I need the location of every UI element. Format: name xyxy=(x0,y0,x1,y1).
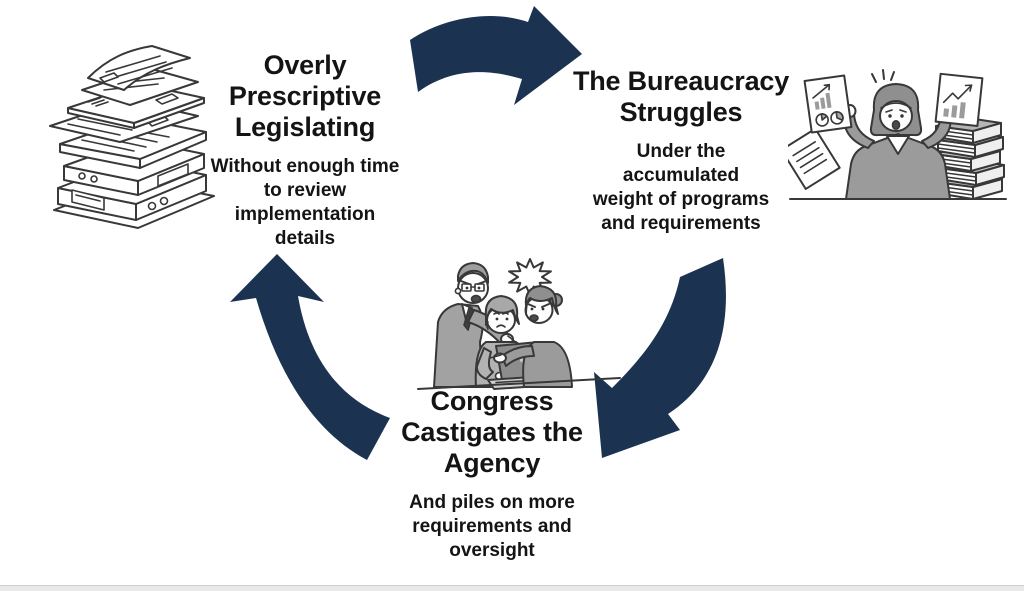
arrow-congress-to-legislating-shape xyxy=(230,254,390,460)
stress-marks-icon xyxy=(871,69,895,83)
overwhelmed-official-icon xyxy=(788,69,1007,200)
overwhelmed-official-illustration xyxy=(788,69,1007,200)
stage-legislating-title: Overly Prescriptive Legislating xyxy=(228,50,382,142)
bar-and-pie-chart-card-icon xyxy=(803,74,853,134)
stage-bureaucracy-subtitle: Under the accumulated weight of programs… xyxy=(592,141,770,234)
document-stack-illustration xyxy=(49,45,215,229)
stage-bureaucracy-label-group: The Bureaucracy Struggles Under the accu… xyxy=(558,66,804,236)
arrow-bureaucracy-to-congress xyxy=(594,258,726,458)
arrow-congress-to-legislating xyxy=(230,254,390,460)
stage-congress-label-group: Congress Castigates the Agency And piles… xyxy=(372,386,612,563)
table-edge-line xyxy=(417,377,621,390)
scolding-officials-illustration xyxy=(417,258,621,390)
arrow-legislating-to-bureaucracy xyxy=(410,6,582,105)
arrow-legislating-to-bureaucracy-shape xyxy=(410,6,582,105)
falling-paper-icon xyxy=(788,127,841,190)
stage-congress-subtitle: And piles on more requirements and overs… xyxy=(409,492,575,561)
stage-legislating-subtitle: Without enough time to review implementa… xyxy=(210,156,400,249)
arrow-bureaucracy-to-congress-shape xyxy=(594,258,726,458)
stage-legislating-label-group: Overly Prescriptive Legislating Without … xyxy=(185,50,425,251)
rising-chart-card-icon xyxy=(934,72,984,127)
angry-woman-icon xyxy=(489,285,573,388)
scolding-officials-icon xyxy=(417,258,621,390)
bottom-edge-bar xyxy=(0,585,1024,591)
paper-stack-icon xyxy=(49,45,215,229)
stage-bureaucracy-title: The Bureaucracy Struggles xyxy=(572,66,790,127)
stage-congress-title: Congress Castigates the Agency xyxy=(401,386,583,478)
